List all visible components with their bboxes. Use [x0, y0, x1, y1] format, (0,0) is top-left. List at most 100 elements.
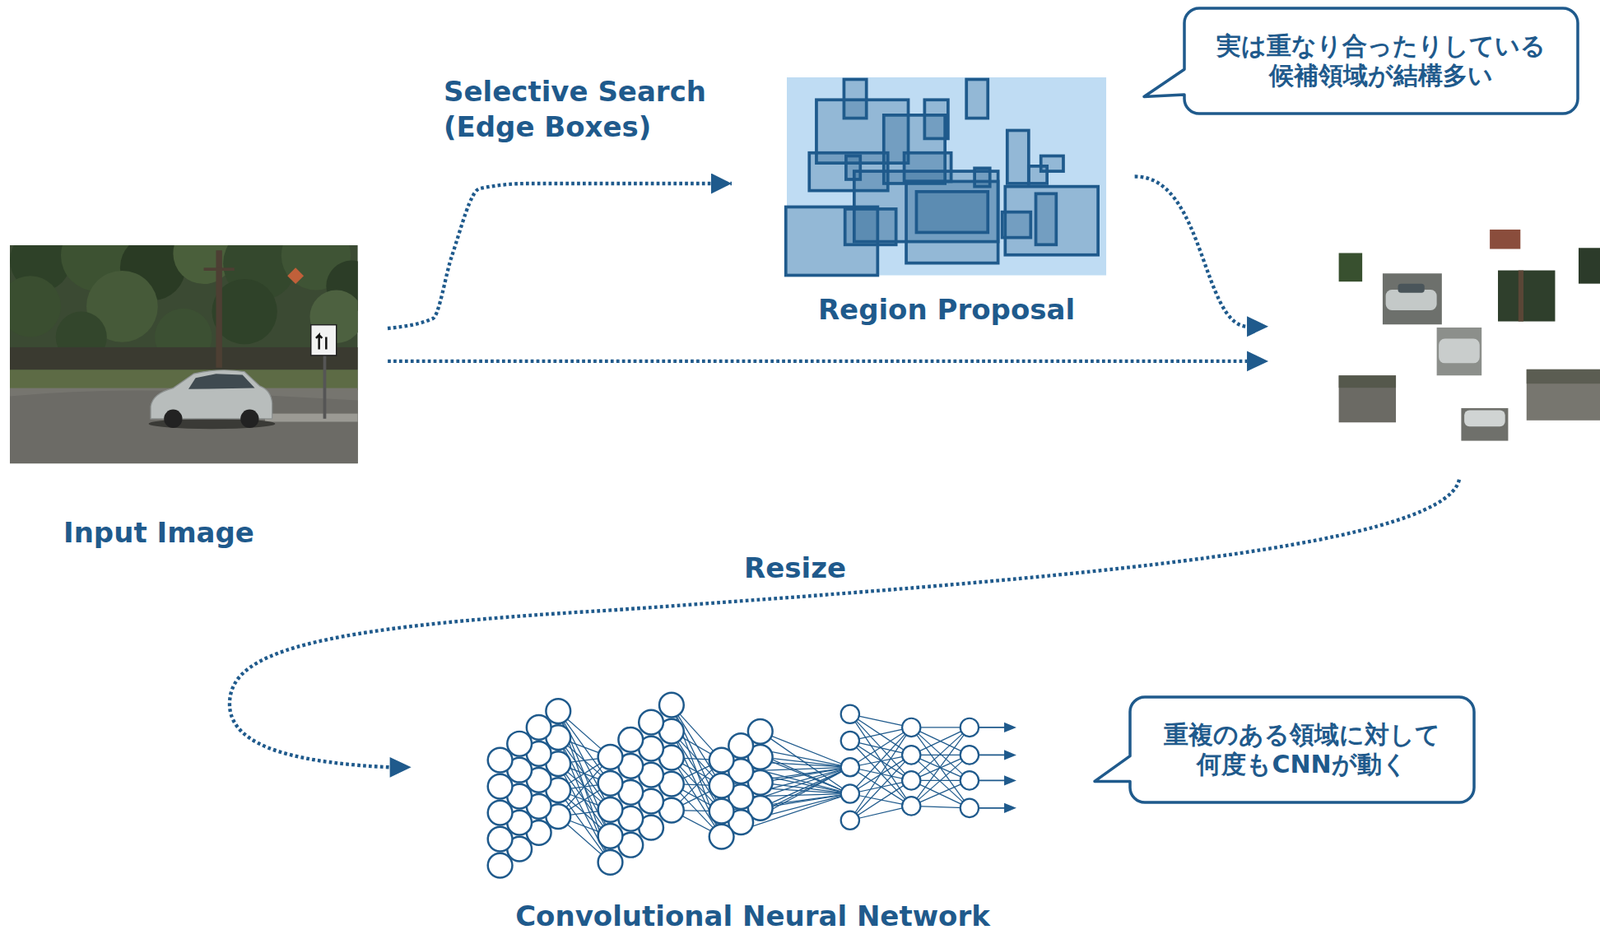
neuron	[545, 698, 571, 724]
neuron	[902, 796, 921, 815]
neuron	[960, 799, 979, 818]
connection	[760, 794, 851, 809]
crop	[1526, 369, 1600, 384]
neuron	[526, 715, 552, 740]
neuron	[709, 748, 735, 773]
neuron	[488, 827, 513, 852]
connection	[911, 727, 970, 806]
cnn-network: Convolutional Neural Network	[484, 693, 1021, 933]
neuron	[960, 771, 979, 790]
neuron	[902, 771, 921, 790]
connection	[740, 794, 851, 824]
neuron	[841, 758, 860, 777]
picture-group	[488, 693, 1017, 879]
output-head	[1004, 722, 1017, 733]
connection	[911, 727, 970, 809]
crop	[1489, 229, 1521, 250]
connection	[760, 767, 851, 783]
neuron	[598, 850, 624, 875]
road-sign	[287, 267, 304, 284]
connection	[850, 714, 912, 756]
neuron	[598, 823, 624, 849]
crop-car	[1398, 283, 1425, 294]
callout-bubble: 重複のある領域に対して 何度もCNNが動く	[1130, 697, 1475, 803]
connection	[740, 767, 851, 823]
output-head	[1004, 803, 1017, 814]
neuron	[659, 693, 684, 718]
neuron	[841, 811, 860, 830]
neuron	[638, 710, 664, 735]
proposal-box	[1036, 193, 1057, 245]
sidewalk	[265, 413, 359, 423]
crop-car	[1438, 339, 1480, 364]
bubble-outline	[1144, 8, 1578, 114]
connection	[760, 731, 851, 768]
dotted-connector	[387, 183, 732, 329]
crop	[1339, 375, 1396, 423]
neuron	[709, 799, 735, 824]
pole	[204, 267, 235, 271]
neuron	[598, 744, 624, 770]
tree	[9, 275, 61, 337]
arrow-head	[1246, 316, 1269, 337]
connections	[558, 705, 970, 863]
photo	[9, 245, 359, 464]
edge-label: Selective Search (Edge Boxes)	[443, 74, 757, 145]
input-image: Input Image	[9, 245, 359, 549]
output-line	[978, 753, 1006, 756]
wheel	[240, 409, 259, 428]
crop	[1497, 270, 1555, 322]
neuron	[841, 731, 860, 750]
crop	[1526, 369, 1600, 421]
callout-text: 重複のある領域に対して 何度もCNNが動く	[1161, 720, 1443, 780]
road-sign	[311, 325, 337, 356]
proposal-box	[1002, 212, 1032, 238]
neuron	[902, 745, 921, 764]
neuron	[709, 824, 735, 850]
picture-group	[786, 77, 1107, 276]
neuron	[488, 853, 513, 879]
output-line	[978, 726, 1006, 729]
neuron	[841, 705, 860, 724]
neurons	[488, 693, 979, 879]
node-label: Convolutional Neural Network	[484, 900, 1021, 933]
connection	[760, 767, 851, 809]
photo-picture	[9, 245, 359, 464]
crop	[1460, 408, 1508, 442]
dotted-arrow	[387, 359, 1247, 363]
neuron	[709, 773, 735, 799]
cnn-picture	[484, 693, 1021, 880]
crop-car	[1464, 409, 1506, 427]
bubble-outline	[1094, 697, 1475, 803]
proposal-box	[916, 191, 988, 233]
connection	[760, 757, 851, 795]
callout-bubble: 実は重なり合ったりしている 候補領域が結構多い	[1184, 8, 1578, 114]
arrow-head	[390, 757, 412, 778]
crop	[1437, 327, 1483, 376]
picture-group	[0, 219, 377, 464]
crop-pole	[1518, 270, 1524, 322]
neuron	[598, 797, 624, 823]
output-line	[978, 779, 1006, 782]
dotted-arrow	[1134, 176, 1247, 326]
connection	[850, 780, 912, 820]
neuron	[960, 745, 979, 764]
crop	[1382, 273, 1442, 325]
neuron	[488, 800, 513, 826]
proposal-box	[906, 181, 999, 263]
proposal-picture	[786, 77, 1107, 276]
connection	[760, 731, 851, 795]
step-label: Resize	[740, 551, 850, 586]
neuron	[506, 731, 532, 757]
crop	[1339, 252, 1363, 282]
proposal-box	[966, 79, 988, 118]
neuron	[841, 784, 860, 803]
crop	[1578, 247, 1600, 284]
car-window	[188, 373, 256, 390]
neuron	[902, 718, 921, 737]
fence	[9, 347, 359, 370]
sign-arrow	[316, 334, 326, 349]
neuron	[618, 727, 643, 753]
arrow-head	[1246, 350, 1269, 372]
